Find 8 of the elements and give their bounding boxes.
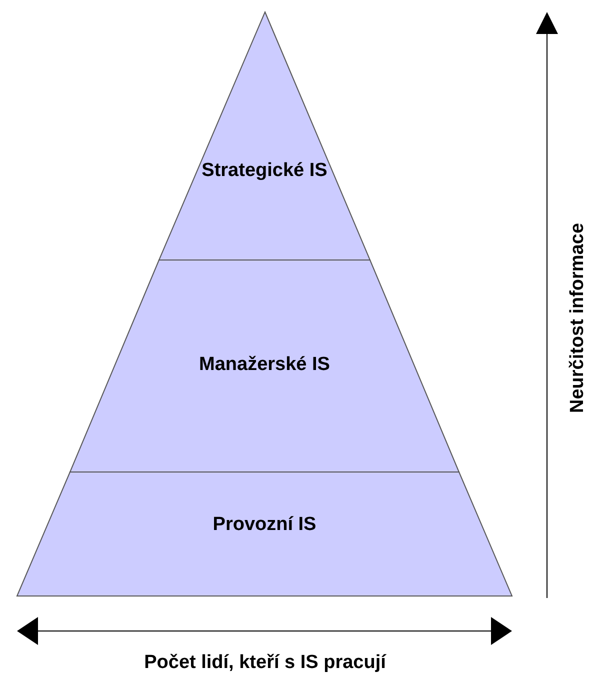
pyramid-tier — [16, 472, 513, 596]
pyramid-tier — [69, 260, 460, 472]
axis-label: Neurčitost informace — [567, 222, 589, 414]
tier-label: Manažerské IS — [198, 354, 331, 376]
axis-label: Počet lidí, kteří s IS pracují — [143, 652, 388, 674]
tier-label: Strategické IS — [200, 160, 328, 182]
pyramid-tier — [158, 10, 371, 260]
tier-label: Provozní IS — [212, 514, 318, 536]
